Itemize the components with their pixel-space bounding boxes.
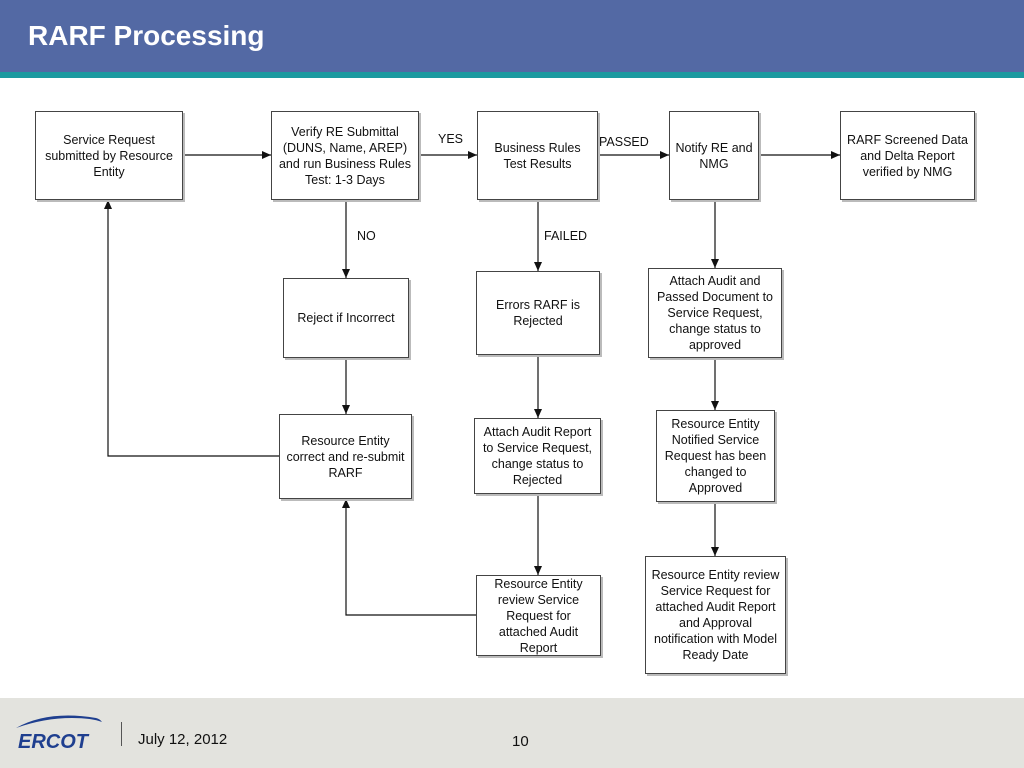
svg-text:ERCOT: ERCOT	[18, 731, 90, 753]
node-reject-incorrect: Reject if Incorrect	[283, 278, 409, 358]
node-re-review-approval: Resource Entity review Service Request f…	[645, 556, 786, 674]
slide-title: RARF Processing	[28, 20, 265, 51]
node-business-rules: Business Rules Test Results	[477, 111, 598, 200]
node-re-notified: Resource Entity Notified Service Request…	[656, 410, 775, 502]
node-errors-rejected: Errors RARF is Rejected	[476, 271, 600, 355]
page-number: 10	[512, 733, 529, 750]
node-re-resubmit: Resource Entity correct and re-submit RA…	[279, 414, 412, 499]
node-service-request: Service Request submitted by Resource En…	[35, 111, 183, 200]
footer-divider	[121, 722, 122, 746]
node-attach-audit-passed: Attach Audit and Passed Document to Serv…	[648, 268, 782, 358]
edge-label-no: NO	[357, 229, 376, 243]
edge-label-failed: FAILED	[544, 229, 588, 243]
footer-date: July 12, 2012	[138, 731, 228, 748]
arrow-review-to-resubmit	[342, 499, 476, 616]
node-attach-audit-rejected: Attach Audit Report to Service Request, …	[474, 418, 601, 494]
ercot-logo: ERCOT	[16, 715, 102, 753]
header-bar	[0, 0, 1024, 72]
footer-bar	[0, 698, 1024, 768]
node-rarf-screened: RARF Screened Data and Delta Report veri…	[840, 111, 975, 200]
node-re-review-audit: Resource Entity review Service Request f…	[476, 575, 601, 656]
node-verify-submittal: Verify RE Submittal (DUNS, Name, AREP) a…	[271, 111, 419, 200]
flowchart-connectors	[104, 151, 840, 616]
arrow-resubmit-to-service	[104, 200, 279, 457]
header-stripe	[0, 72, 1024, 78]
node-notify-re: Notify RE and NMG	[669, 111, 759, 200]
edge-label-yes: YES	[438, 132, 464, 146]
edge-label-passed: PASSED	[599, 135, 649, 149]
